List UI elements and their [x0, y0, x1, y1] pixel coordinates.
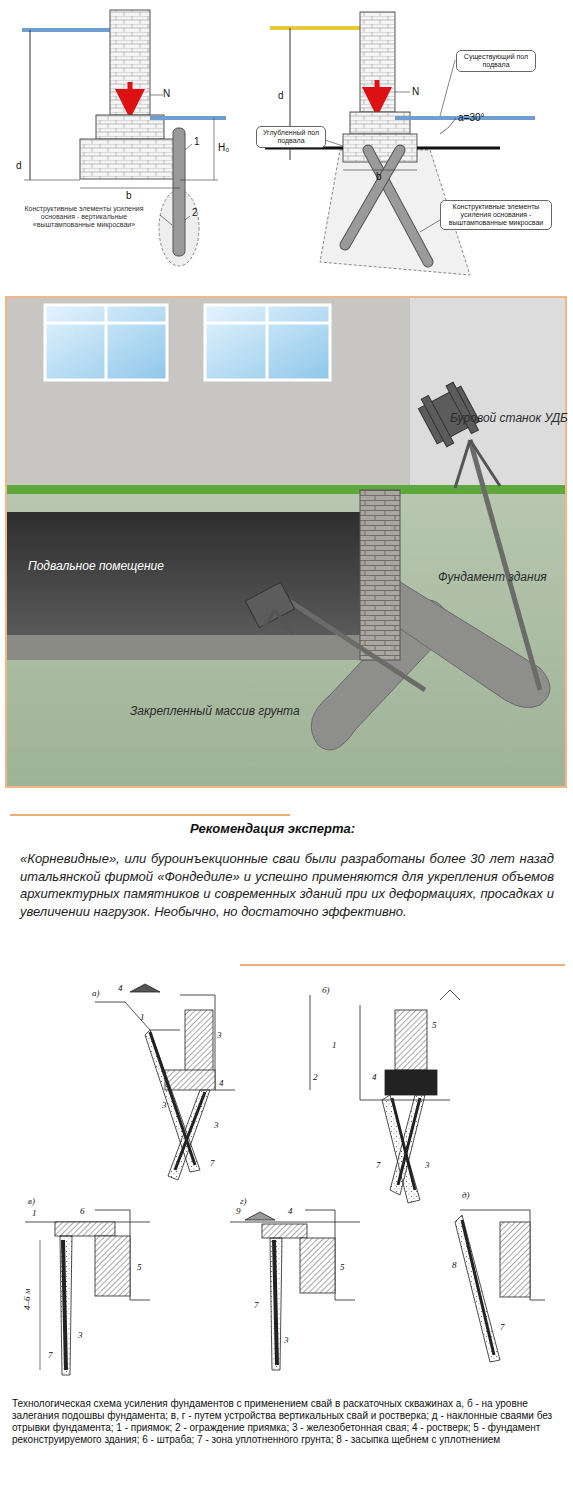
- dimension-label: d: [278, 90, 284, 102]
- illustration-label: Фундамент здания: [438, 571, 547, 585]
- callout-number: 5: [340, 1262, 345, 1272]
- callout-number: 3: [217, 1030, 222, 1040]
- illustration-label: Закрепленный массив грунта: [130, 705, 300, 719]
- box-text: Углубленный пол подвала: [260, 129, 322, 145]
- figure-letter: в): [28, 1196, 35, 1206]
- box-text: Существующий пол подвала: [460, 53, 532, 69]
- callout-number: 1: [332, 1040, 337, 1050]
- callout-number: 4: [118, 983, 123, 993]
- box-text: Конструктивные элементы усиления основан…: [444, 203, 548, 227]
- callout-number: 3: [284, 1335, 289, 1345]
- callout-number: 9: [236, 1206, 241, 1216]
- callout-number: 5: [137, 1262, 142, 1272]
- callout-number: 3: [425, 1160, 430, 1170]
- callout-number: 1: [194, 136, 200, 148]
- figure-letter: б): [322, 985, 330, 995]
- figure-letter: г): [240, 1196, 247, 1206]
- callout-box: Углубленный пол подвала: [256, 126, 326, 148]
- figure-letter: д): [462, 1190, 470, 1200]
- callout-number: 3: [78, 1330, 83, 1340]
- callout-number: 1: [140, 1012, 145, 1022]
- callout-number: 6: [80, 1206, 85, 1216]
- note-label: Конструктивные элементы усиления основан…: [14, 205, 154, 229]
- load-label: N: [412, 86, 419, 98]
- callout-number: 3: [162, 1100, 167, 1110]
- load-label: N: [163, 88, 170, 100]
- callout-number: 5: [432, 1020, 437, 1030]
- callout-number: 7: [500, 1322, 505, 1332]
- dimension-label: 4–6 м: [22, 1289, 32, 1311]
- angle-label: a=30°: [458, 112, 485, 124]
- callout-number: 4: [288, 1206, 293, 1216]
- section-heading: Рекомендация эксперта:: [190, 822, 355, 837]
- callout-number: 4: [219, 1078, 224, 1088]
- callout-number: 7: [376, 1160, 381, 1170]
- callout-number: 7: [210, 1158, 215, 1168]
- callout-box: Конструктивные элементы усиления основан…: [440, 200, 552, 230]
- callout-number: 2: [313, 1072, 318, 1082]
- callout-number: 4: [372, 1072, 377, 1082]
- callout-number: 2: [192, 207, 198, 219]
- illustration-label: Буровой станок УДБ: [450, 412, 568, 426]
- dimension-label: H₀: [218, 142, 229, 154]
- figure-letter: а): [92, 988, 100, 998]
- callout-number: 3: [214, 1120, 219, 1130]
- illustration-label: Подвальное помещение: [28, 560, 164, 574]
- callout-number: 8: [452, 1260, 457, 1270]
- figure-caption: Технологическая схема усиления фундамент…: [12, 1398, 560, 1446]
- callout-number: 7: [48, 1350, 53, 1360]
- dimension-label: b: [376, 171, 382, 183]
- callout-number: 7: [254, 1300, 259, 1310]
- callout-number: 1: [32, 1208, 37, 1218]
- dimension-label: b: [126, 190, 132, 202]
- expert-text: «Корневидные», или буроинъекционные сваи…: [20, 850, 554, 920]
- dimension-label: d: [16, 160, 22, 172]
- callout-box: Существующий пол подвала: [456, 50, 536, 72]
